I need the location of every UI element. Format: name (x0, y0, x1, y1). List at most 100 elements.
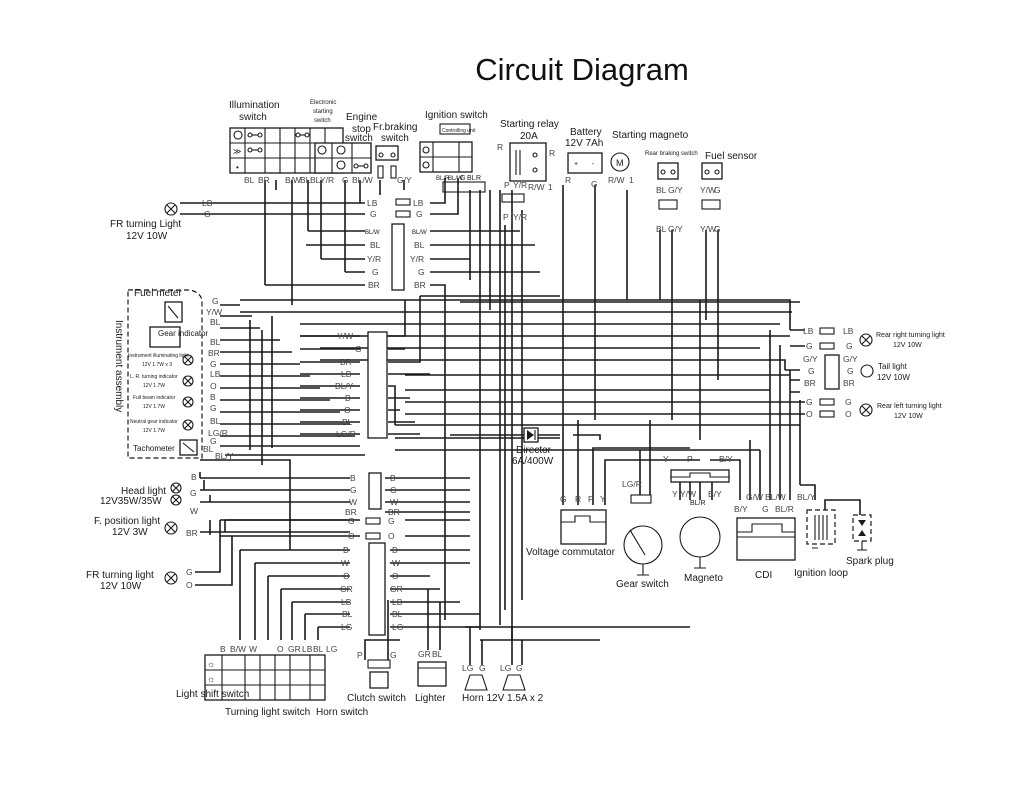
svg-text:L. R. turning indicator: L. R. turning indicator (130, 374, 178, 380)
svg-text:BR: BR (345, 507, 357, 517)
svg-text:Engine: Engine (346, 112, 378, 123)
svg-text:CDI: CDI (755, 570, 772, 581)
svg-text:G: G (846, 341, 853, 351)
svg-text:GR: GR (288, 644, 301, 654)
svg-text:G: G (355, 344, 362, 354)
svg-text:Rear right turning light: Rear right turning light (876, 332, 945, 339)
svg-text:W: W (390, 497, 398, 507)
svg-text:G/Y: G/Y (668, 224, 683, 234)
svg-text:BL: BL (244, 175, 255, 185)
svg-text:12V35W/35W: 12V35W/35W (100, 496, 162, 507)
svg-text:BR: BR (804, 378, 816, 388)
svg-text:LB: LB (367, 198, 378, 208)
svg-text:P: P (588, 494, 594, 504)
svg-text:Y/W: Y/W (206, 307, 222, 317)
svg-text:LG: LG (500, 663, 511, 673)
svg-text:B/Y: B/Y (734, 504, 748, 514)
svg-text:Gear indicator: Gear indicator (158, 329, 209, 338)
svg-text:BL: BL (342, 609, 353, 619)
svg-text:LG: LG (341, 622, 352, 632)
voltage-commutator: G R P Y Voltage commutator (526, 494, 616, 558)
svg-text:BL/Y: BL/Y (215, 451, 234, 461)
horn: LG G LG G Horn 12V 1.5A x 2 (462, 663, 544, 704)
connector-a: LB G BL/W BL Y/R G BR LB G BL/W BL Y/R G… (365, 198, 427, 291)
page-title: Circuit Diagram (475, 52, 689, 87)
svg-text:Head light: Head light (121, 486, 166, 497)
svg-text:BL: BL (300, 175, 311, 185)
svg-text:R: R (565, 175, 571, 185)
svg-text:Y/R: Y/R (513, 180, 527, 190)
svg-text:G/Y: G/Y (397, 175, 412, 185)
svg-text:Starting magneto: Starting magneto (612, 130, 689, 141)
svg-text:Horn switch: Horn switch (316, 707, 368, 718)
svg-text:B: B (210, 392, 216, 402)
svg-text:1: 1 (629, 175, 634, 185)
starting-relay: Starting relay 20A R R P Y/R R/W 1 P Y/R (497, 119, 559, 222)
svg-text:BR: BR (340, 357, 352, 367)
svg-text:BL: BL (370, 240, 381, 250)
svg-text:Instrument illuminating light: Instrument illuminating light (128, 353, 189, 359)
svg-text:Ignition loop: Ignition loop (794, 568, 848, 579)
svg-text:LB: LB (341, 369, 352, 379)
svg-text:Spark plug: Spark plug (846, 556, 894, 567)
svg-text:LG/R: LG/R (208, 428, 228, 438)
svg-text:BL: BL (313, 644, 324, 654)
svg-text:R/W: R/W (608, 175, 625, 185)
svg-text:O: O (343, 571, 350, 581)
svg-text:Y/W: Y/W (680, 489, 696, 499)
svg-text:BR: BR (186, 528, 198, 538)
svg-text:12V 10W: 12V 10W (100, 581, 142, 592)
horn-switch: BL LG Horn switch (313, 644, 368, 718)
lighter: GR BL Lighter (415, 649, 447, 704)
svg-text:G/Y: G/Y (803, 354, 818, 364)
svg-text:G: G (806, 341, 813, 351)
svg-text:GR: GR (340, 584, 353, 594)
svg-text:Electronic: Electronic (310, 100, 336, 106)
svg-text:G: G (204, 209, 211, 219)
svg-text:R: R (575, 494, 581, 504)
svg-text:FR turning Light: FR turning Light (110, 219, 181, 230)
svg-text:G: G (416, 209, 423, 219)
svg-text:W: W (349, 497, 357, 507)
engine-stop-switch: Engine stop switch G BL/W (342, 112, 378, 185)
svg-text:Fuel sensor: Fuel sensor (705, 151, 758, 162)
svg-text:R: R (497, 142, 503, 152)
svg-text:M: M (616, 158, 624, 168)
front-braking-switch: Fr.braking switch G/Y (373, 122, 417, 185)
svg-text:Y/R: Y/R (367, 254, 381, 264)
svg-text:BL: BL (210, 337, 221, 347)
svg-text:≫: ≫ (233, 147, 241, 156)
svg-text:LB: LB (341, 597, 352, 607)
svg-text:switch: switch (345, 133, 373, 144)
ignition-loop: BL/Y Ignition loop (794, 492, 848, 579)
svg-text:LG/R: LG/R (622, 479, 642, 489)
svg-text:GR: GR (418, 649, 431, 659)
connector-c: B G W BR B G W BR (345, 472, 400, 517)
svg-text:BL/R: BL/R (690, 500, 706, 507)
svg-text:Y: Y (600, 494, 606, 504)
fuel-sensor: Fuel sensor Y/W G Y/W G (700, 151, 758, 234)
svg-text:W: W (341, 558, 349, 568)
svg-text:12V 10W: 12V 10W (893, 342, 922, 349)
svg-text:12V 1.7W: 12V 1.7W (143, 383, 165, 389)
svg-text:G: G (847, 366, 854, 376)
svg-text:LG: LG (462, 663, 473, 673)
svg-text:G: G (348, 516, 355, 526)
svg-text:Y/R: Y/R (410, 254, 424, 264)
svg-text:G: G (350, 485, 357, 495)
svg-text:BR: BR (388, 507, 400, 517)
svg-text:12V 3W: 12V 3W (112, 527, 148, 538)
svg-text:Controlling unit: Controlling unit (442, 128, 476, 134)
svg-text:BR: BR (208, 348, 220, 358)
svg-text:R: R (549, 148, 555, 158)
svg-text:BR: BR (258, 175, 270, 185)
svg-text:B/W: B/W (230, 644, 246, 654)
svg-text:W: W (392, 558, 400, 568)
svg-text:B: B (390, 473, 396, 483)
svg-text:BL: BL (342, 417, 353, 427)
svg-text:Turning light switch: Turning light switch (225, 707, 310, 718)
svg-text:F. position light: F. position light (94, 516, 160, 527)
svg-text:G: G (388, 516, 395, 526)
svg-text:G: G (806, 397, 813, 407)
